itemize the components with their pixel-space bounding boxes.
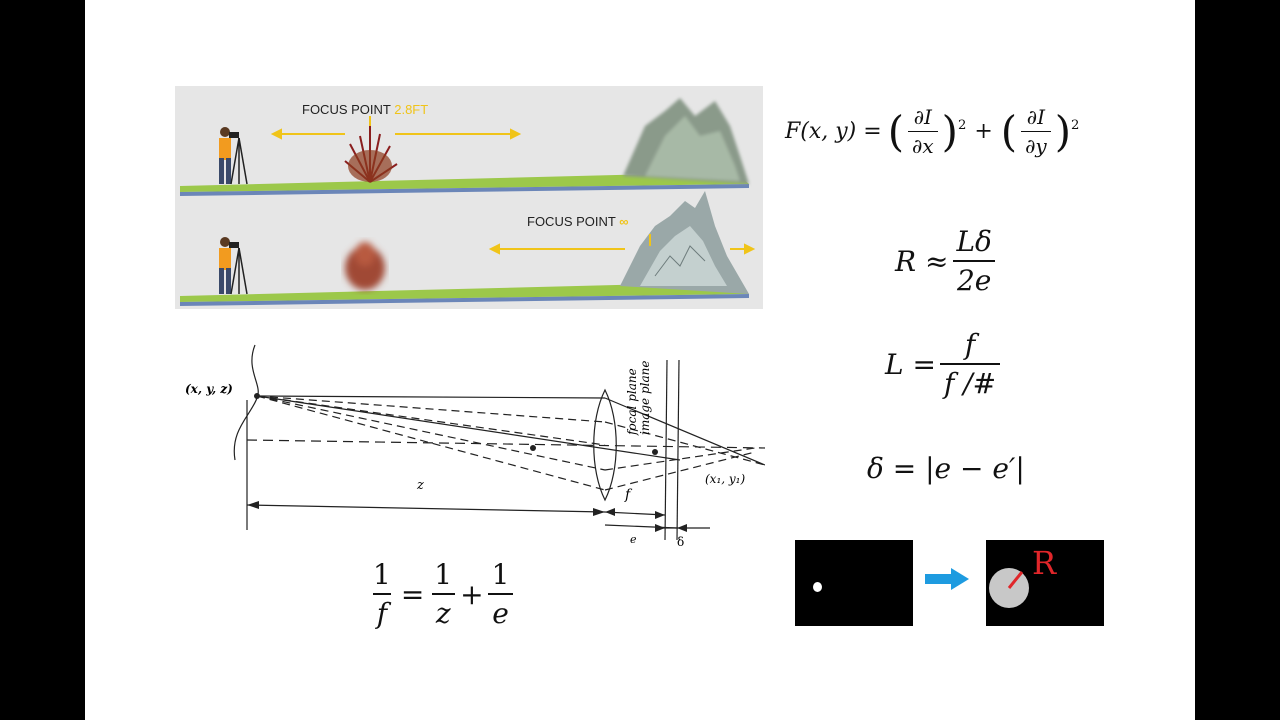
focus-scene-graphic: [180, 98, 756, 306]
gradient-lhs: F(x, y) =: [785, 119, 882, 144]
lens-eq-one: 1: [373, 558, 391, 591]
e-label: e: [630, 533, 637, 546]
lens-eq-equals: =: [400, 577, 425, 611]
gradient-den-y: ∂y: [1021, 131, 1051, 158]
image-plane-label: image plane: [638, 360, 652, 435]
aperture-equation: L = f f /#: [885, 328, 1004, 400]
f-label: f: [625, 487, 631, 503]
radius-line: [1007, 571, 1024, 589]
lens-eq-f: f: [372, 593, 392, 630]
gradient-den-x: ∂x: [908, 131, 938, 158]
blur-arrow-icon: [925, 568, 971, 594]
gradient-exp: 2: [957, 118, 967, 133]
slide: FOCUS POINT 2.8FT FOCUS POINT ∞: [85, 0, 1195, 720]
focus-label-top-prefix: FOCUS POINT: [302, 102, 391, 117]
lens-eq-e: e: [488, 593, 513, 630]
radius-label: R: [1032, 544, 1057, 582]
lens-diagram: (x, y, z) (x₁, y₁) focal plane image pla…: [185, 340, 766, 550]
object-point-label: (x, y, z): [185, 382, 233, 396]
R-num: Lδ: [956, 225, 992, 258]
focus-label-top: FOCUS POINT 2.8FT: [302, 102, 428, 117]
L-den: f /#: [939, 363, 1001, 400]
delta-label: δ: [677, 535, 685, 549]
focus-label-bottom-value: ∞: [619, 214, 629, 229]
L-num: f: [964, 328, 976, 361]
focus-label-bottom: FOCUS POINT ∞: [527, 214, 629, 229]
lens-eq-one: 1: [434, 558, 453, 591]
image-point-label: (x₁, y₁): [705, 472, 746, 486]
delta-equation: δ = |e − e′|: [867, 452, 1025, 485]
focus-label-top-value: 2.8FT: [394, 102, 429, 117]
R-lhs: R ≈: [895, 244, 949, 278]
lens-eq-one: 1: [491, 558, 510, 591]
lens-eq-plus: +: [460, 577, 484, 611]
photographer-icon: [219, 127, 248, 185]
thin-lens-equation: 1 f = 1 z + 1 e: [365, 558, 517, 630]
point-source-box: [795, 540, 913, 626]
point-source-dot: [813, 582, 822, 592]
gradient-num: ∂I: [1026, 105, 1046, 129]
focus-label-bottom-prefix: FOCUS POINT: [527, 214, 616, 229]
blur-disc-box: R: [986, 540, 1104, 626]
focal-plane-label: focal plane: [625, 368, 639, 435]
gradient-num: ∂I: [913, 105, 932, 129]
z-label: z: [417, 478, 424, 493]
R-den: 2e: [952, 260, 996, 297]
gradient-exp: 2: [1071, 118, 1080, 133]
lens-eq-z: z: [431, 593, 455, 630]
focus-scene: FOCUS POINT 2.8FT FOCUS POINT ∞: [175, 86, 763, 309]
gradient-equation: F(x, y) = ( ∂I ∂x ) 2 + ( ∂I ∂y ) 2: [785, 105, 1080, 158]
lens-diagram-graphic: [233, 344, 766, 541]
L-lhs: L =: [885, 347, 936, 381]
photographer-icon: [219, 237, 248, 295]
blur-radius-equation: R ≈ Lδ 2e: [895, 225, 1000, 297]
gradient-plus: +: [974, 119, 993, 144]
